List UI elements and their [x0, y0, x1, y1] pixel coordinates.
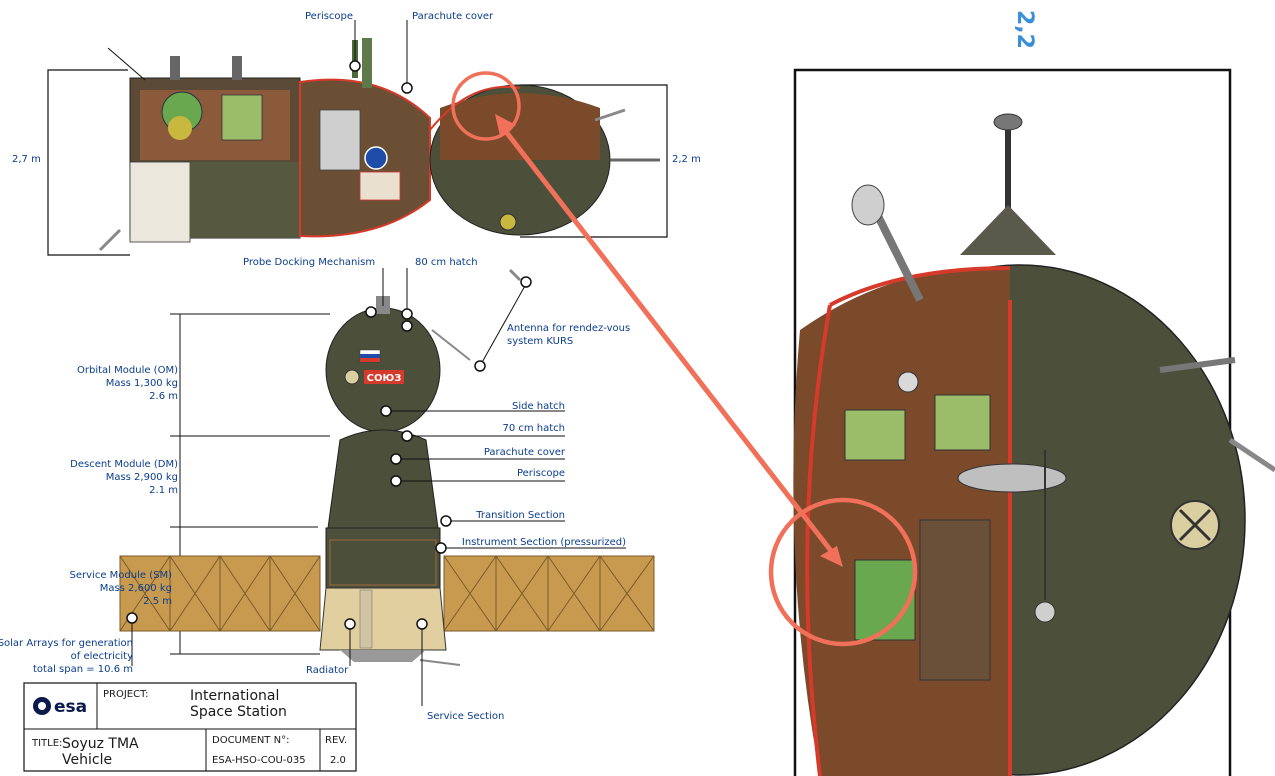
hatch-80-label: 80 cm hatch: [415, 257, 478, 268]
sm-label-2: Mass 2,600 kg: [100, 583, 172, 594]
om-label-1: Orbital Module (OM): [77, 365, 178, 376]
om-label-2: Mass 1,300 kg: [106, 378, 178, 389]
dm-label-3: 2.1 m: [149, 485, 178, 496]
periscope-label: Periscope: [517, 468, 565, 479]
parachute-cover-label: Parachute cover: [484, 447, 566, 458]
dim-2-2-label: 2,2 m: [672, 154, 701, 165]
zoom-panel: 2,2: [768, 10, 1275, 776]
document-value: ESA-HSO-COU-035: [212, 755, 306, 766]
rev-label: REV.: [325, 735, 347, 746]
title-label: TITLE:: [31, 738, 62, 749]
project-line-2: Space Station: [190, 704, 287, 720]
sm-label-3: 2.5 m: [143, 596, 172, 607]
antenna-label-1: Antenna for rendez-vous: [507, 323, 630, 334]
solar-label-1: Solar Arrays for generation: [0, 638, 133, 649]
parachute-cover-top-label: Parachute cover: [412, 11, 494, 22]
rev-value: 2.0: [330, 755, 346, 766]
transition-section-label: Transition Section: [475, 510, 565, 521]
periscope-top-label: Periscope: [305, 11, 353, 22]
title-line-1: Soyuz TMA: [62, 736, 139, 752]
title-line-2: Vehicle: [62, 752, 112, 768]
dm-label-1: Descent Module (DM): [70, 459, 178, 470]
antenna-label-2: system KURS: [507, 336, 573, 347]
title-block: esa PROJECT: International Space Station…: [23, 682, 357, 772]
esa-logo: esa: [54, 697, 87, 717]
zoom-dimension-text: 2,2: [1012, 10, 1037, 49]
probe-docking-label: Probe Docking Mechanism: [243, 257, 375, 268]
cutaway-view: 2,7 m 2,2 m Periscope: [12, 11, 701, 256]
soyuz-logo: СОЮЗ: [367, 373, 402, 384]
side-hatch-label: Side hatch: [512, 401, 565, 412]
project-line-1: International: [190, 688, 279, 704]
hatch-70-label: 70 cm hatch: [502, 423, 565, 434]
solar-label-3: total span = 10.6 m: [33, 664, 133, 675]
dim-2-7-label: 2,7 m: [12, 154, 41, 165]
instrument-section-label: Instrument Section (pressurized): [462, 537, 626, 548]
elevation-view: СОЮЗ: [0, 257, 655, 722]
zoom-connector-arrow: [495, 114, 843, 567]
solar-label-2: of electricity: [71, 651, 133, 662]
document-label: DOCUMENT N°:: [212, 735, 289, 746]
sm-label-1: Service Module (SM): [70, 570, 173, 581]
om-label-3: 2.6 m: [149, 391, 178, 402]
service-section-label: Service Section: [427, 711, 504, 722]
radiator-label: Radiator: [306, 665, 349, 676]
project-label: PROJECT:: [103, 689, 148, 700]
dm-label-2: Mass 2,900 kg: [106, 472, 178, 483]
